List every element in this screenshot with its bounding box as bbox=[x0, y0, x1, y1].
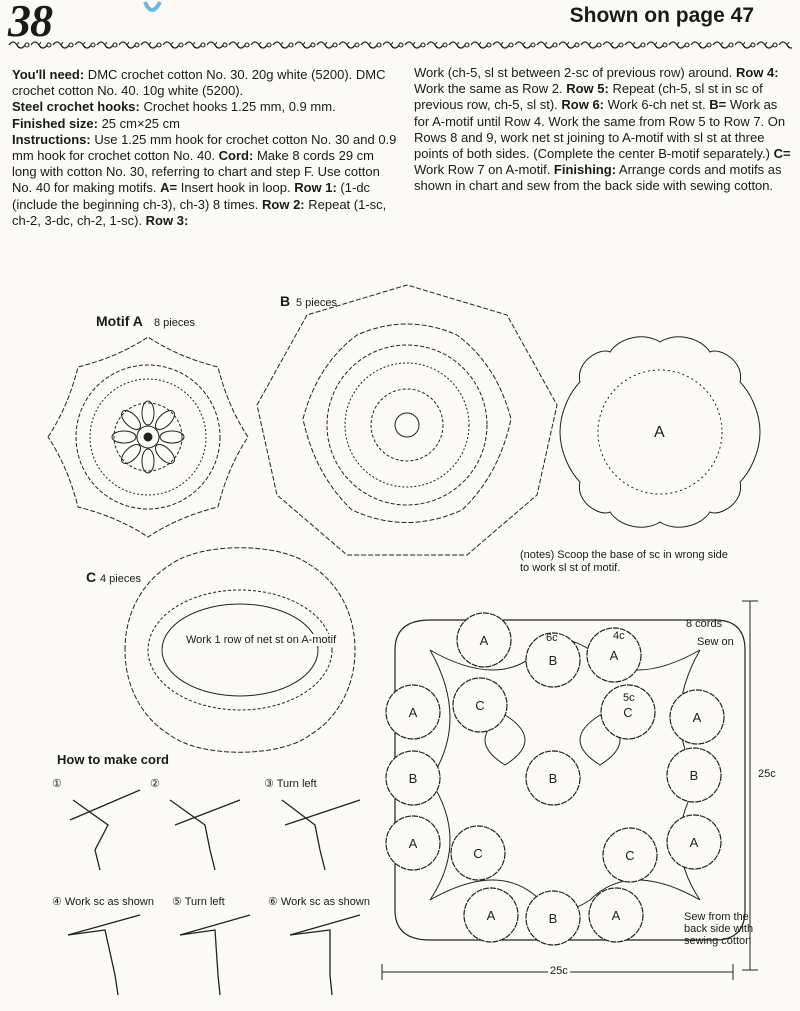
assembly-motif-letter: B bbox=[549, 653, 558, 668]
motif-c-title: C bbox=[86, 569, 96, 585]
dimension-right: 25c bbox=[758, 768, 776, 780]
assembly-motif-letter: A bbox=[690, 835, 699, 850]
chain-5c: 5c bbox=[623, 692, 635, 704]
assembly-motif-letter: A bbox=[487, 908, 496, 923]
dimension-bottom: 25c bbox=[548, 965, 570, 977]
motif-a-count: 8 pieces bbox=[154, 317, 195, 329]
motif-b-count: 5 pieces bbox=[296, 297, 337, 309]
assembly-motif-letter: C bbox=[473, 846, 482, 861]
assembly-sew-on-label: Sew on bbox=[697, 636, 734, 648]
assembly-motif-letter: B bbox=[690, 768, 699, 783]
assembly-motif-letter: A bbox=[693, 710, 702, 725]
assembly-motif-letter: B bbox=[549, 771, 558, 786]
assembly-motif-letter: A bbox=[480, 633, 489, 648]
chain-6c: 6c bbox=[546, 632, 558, 644]
cord-step-5: ⑤ Turn left bbox=[172, 895, 225, 908]
cord-step-2: ② bbox=[150, 777, 160, 790]
assembly-motif-letter: C bbox=[625, 848, 634, 863]
cord-step-1: ① bbox=[52, 777, 62, 790]
assembly-motif-letter: A bbox=[610, 648, 619, 663]
assembly-sew-back-label: Sew from the back side with sewing cotto… bbox=[684, 911, 756, 947]
motif-a-letter: A bbox=[654, 424, 665, 442]
assembly-cords-label: 8 cords bbox=[686, 618, 722, 630]
motif-a-title: Motif A bbox=[96, 313, 143, 329]
cord-step-4: ④ Work sc as shown bbox=[52, 895, 154, 908]
notes-text: (notes) Scoop the base of sc in wrong si… bbox=[520, 549, 735, 575]
cord-title: How to make cord bbox=[57, 752, 169, 767]
work-net-note: Work 1 row of net st on A-motif bbox=[186, 634, 336, 646]
assembly-motif-letter: C bbox=[475, 698, 484, 713]
motif-c-count: 4 pieces bbox=[100, 573, 141, 585]
assembly-motif-letter: A bbox=[612, 908, 621, 923]
cord-step-3: ③ Turn left bbox=[264, 777, 317, 790]
assembly-motif-letter: C bbox=[623, 705, 632, 720]
motif-b-title: B bbox=[280, 293, 290, 309]
assembly-motif-letter: B bbox=[549, 911, 558, 926]
assembly-motif-letter: A bbox=[409, 836, 418, 851]
cord-step-6: ⑥ Work sc as shown bbox=[268, 895, 370, 908]
assembly-motif-letter: B bbox=[409, 771, 418, 786]
chain-4c: 4c bbox=[613, 630, 625, 642]
assembly-motif-letter: A bbox=[409, 705, 418, 720]
